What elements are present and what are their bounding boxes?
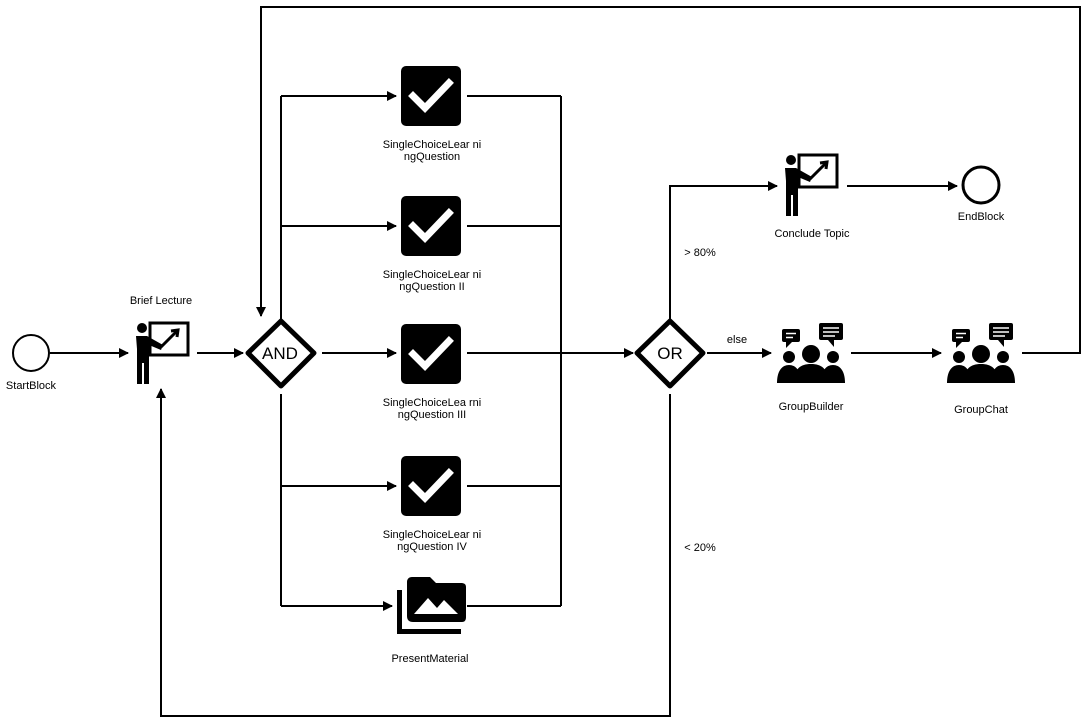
or-gateway: OR — [634, 318, 706, 389]
checkbox-icon — [401, 66, 461, 126]
edge-or-conclude — [669, 181, 778, 319]
teacher-board-icon — [134, 321, 190, 386]
group-chat-icon — [776, 322, 846, 384]
group-chat-label: GroupChat — [954, 404, 1008, 416]
q2-label: SingleChoiceLear ningQuestion II — [382, 269, 482, 293]
edge-groupchat-and-loop — [256, 6, 1081, 354]
q1-label: SingleChoiceLear ningQuestion — [382, 139, 482, 163]
start-event-label: StartBlock — [5, 380, 57, 392]
checkbox-icon — [401, 456, 461, 516]
edge-label-lt20: < 20% — [684, 542, 716, 554]
photo-folder-icon — [397, 577, 466, 634]
edge-label-gt80: > 80% — [684, 247, 716, 259]
q3-label: SingleChoiceLea rningQuestion III — [382, 397, 482, 421]
group-chat-icon — [946, 322, 1016, 384]
checkbox-icon — [401, 196, 461, 256]
edge-or-lecture-loop — [156, 388, 671, 717]
checkbox-icon — [401, 324, 461, 384]
and-gateway: AND — [245, 318, 317, 389]
end-event — [961, 165, 1001, 205]
connectors — [50, 6, 1081, 717]
teacher-board-icon — [783, 153, 839, 218]
and-gateway-label: AND — [262, 344, 298, 363]
or-gateway-label: OR — [657, 344, 683, 363]
edge-label-else: else — [726, 334, 748, 346]
q4-label: SingleChoiceLear ningQuestion IV — [382, 529, 482, 553]
end-event-label: EndBlock — [957, 211, 1005, 223]
present-material-label: PresentMaterial — [391, 653, 469, 665]
brief-lecture-label: Brief Lecture — [129, 295, 193, 307]
group-builder-label: GroupBuilder — [778, 401, 844, 413]
conclude-topic-label: Conclude Topic — [774, 228, 850, 240]
start-event — [12, 334, 50, 372]
